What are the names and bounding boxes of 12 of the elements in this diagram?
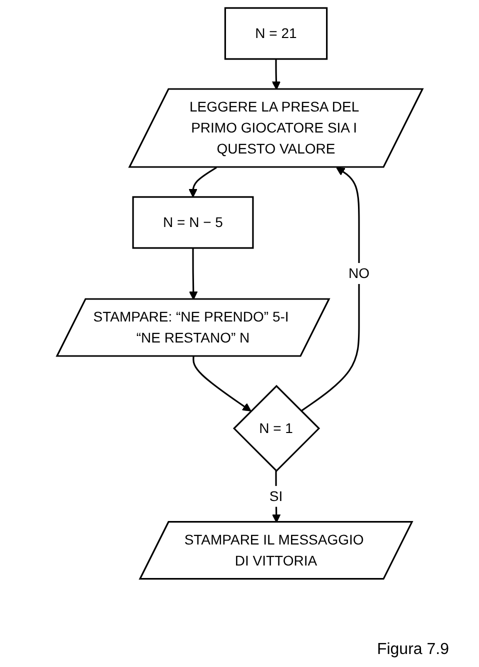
- node-box: N = N − 5: [132, 196, 254, 249]
- arrow: [272, 470, 280, 523]
- arrow: [300, 167, 360, 412]
- node-box: N = 21: [224, 7, 328, 60]
- arrow: [192, 356, 252, 412]
- arrow: [188, 248, 198, 300]
- edge-label: SI: [269, 488, 282, 504]
- edge-label: NO: [348, 265, 370, 281]
- arrow: [188, 166, 217, 198]
- figure-caption: Figura 7.9: [376, 641, 449, 659]
- node-diamond: N = 1: [232, 384, 320, 472]
- arrow: [272, 59, 280, 90]
